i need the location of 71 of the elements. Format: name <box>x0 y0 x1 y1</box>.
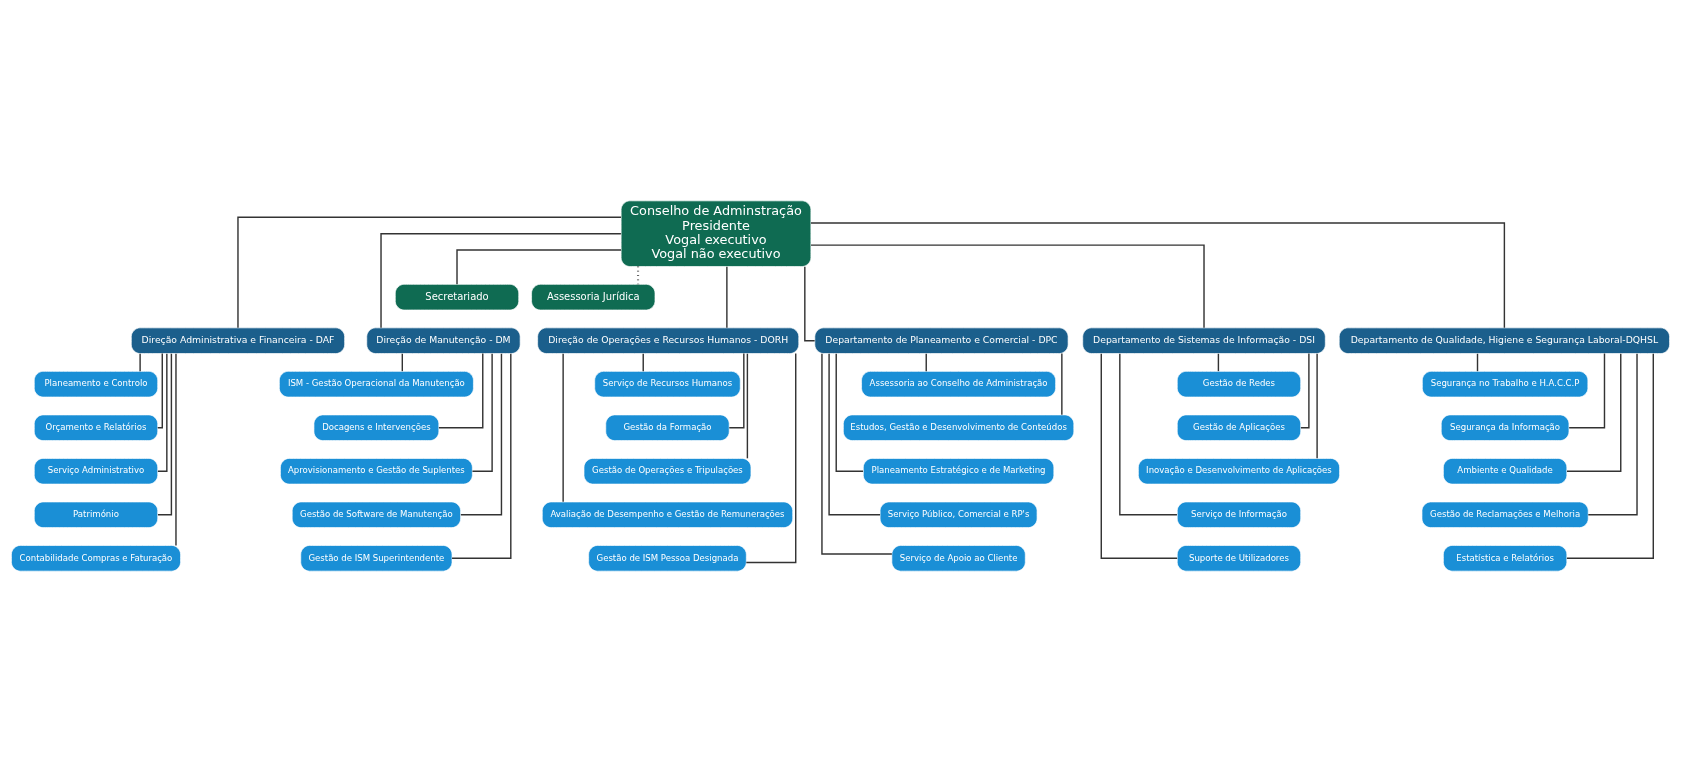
node-box: Gestão de Reclamações e Melhoria <box>1421 501 1589 528</box>
connector <box>1119 352 1178 515</box>
connector <box>1100 352 1178 559</box>
connector <box>726 265 728 328</box>
node-box: Contabilidade Compras e Faturação <box>11 544 181 571</box>
connector <box>821 352 893 555</box>
node-box: Segurança da Informação <box>1440 414 1570 441</box>
connector <box>451 352 512 559</box>
connector <box>380 232 622 328</box>
connector <box>1300 352 1310 428</box>
node-box: Gestão de ISM Pessoa Designada <box>588 544 747 571</box>
node-box: Orçamento e Relatórios <box>33 414 159 441</box>
node-box: Direção de Manutenção - DM <box>366 327 521 354</box>
connector <box>1568 352 1606 428</box>
connector <box>157 352 163 428</box>
node-box: Serviço de Recursos Humanos <box>594 370 741 397</box>
node-box: Docagens e Intervenções <box>313 414 440 441</box>
connector <box>562 352 564 502</box>
node-box: Estatística e Relatórios <box>1443 544 1568 571</box>
connector <box>746 352 749 459</box>
node-box: Segurança no Trabalho e H.A.C.C.P <box>1422 370 1589 397</box>
node-box: Serviço de Apoio ao Cliente <box>891 544 1026 571</box>
connector <box>810 221 1506 328</box>
connector <box>1587 352 1638 515</box>
node-box: Assessoria ao Conselho de Administração <box>861 370 1056 397</box>
node-box: Departamento de Qualidade, Higiene e Segurança Laboral-DQHSL <box>1338 327 1670 354</box>
node-box: Gestão de Aplicações <box>1176 414 1302 441</box>
node-box: Ambiente e Qualidade <box>1443 457 1568 484</box>
node-box: Departamento de Sistemas de Informação - DSI <box>1082 327 1326 354</box>
node-box: Direção de Operações e Recursos Humanos - DORH <box>537 327 800 354</box>
node-box: Serviço de Informação <box>1176 501 1302 528</box>
connector <box>237 216 622 328</box>
connector <box>1566 352 1654 559</box>
connector <box>728 352 745 428</box>
connector <box>1566 352 1622 472</box>
node-box: Gestão de Redes <box>1176 370 1302 397</box>
connector <box>438 352 484 428</box>
node-box: Secretariado <box>394 283 520 310</box>
connector <box>810 243 1205 328</box>
connector <box>460 352 503 515</box>
connector <box>157 352 173 515</box>
node-box: Gestão de Software de Manutenção <box>291 501 461 528</box>
connector <box>835 352 864 472</box>
node-box: Estudos, Gestão e Desenvolvimento de Conteúdos <box>843 414 1075 441</box>
node-box: Serviço Administrativo <box>33 457 159 484</box>
connector <box>1061 352 1063 416</box>
connector <box>745 352 797 563</box>
connector <box>1316 352 1318 459</box>
node-box: Suporte de Utilizadores <box>1176 544 1302 571</box>
connector <box>139 352 141 372</box>
node-box: Departamento de Planeamento e Comercial - DPC <box>814 327 1069 354</box>
node-box: ISM - Gestão Operacional da Manutenção <box>279 370 474 397</box>
node-box: Assessoria Jurídica <box>531 283 656 310</box>
node-box: Património <box>33 501 159 528</box>
node-box: Serviço Público, Comercial e RP's <box>879 501 1038 528</box>
node-box: Inovação e Desenvolvimento de Aplicações <box>1138 457 1340 484</box>
connector <box>175 352 177 546</box>
connector <box>157 352 168 472</box>
connector <box>828 352 881 515</box>
node-box: Conselho de Adminstração Presidente Vogal executivo Vogal não executivo <box>620 200 812 267</box>
node-box: Gestão da Formação <box>605 414 730 441</box>
node-box: Avaliação de Desempenho e Gestão de Remunerações <box>541 501 794 528</box>
node-box: Gestão de ISM Superintendente <box>300 544 453 571</box>
node-box: Gestão de Operações e Tripulações <box>583 457 752 484</box>
node-box: Planeamento Estratégico e de Marketing <box>862 457 1055 484</box>
connector <box>471 352 493 472</box>
connector <box>456 248 622 285</box>
node-box: Aprovisionamento e Gestão de Suplentes <box>280 457 473 484</box>
connector <box>804 265 816 341</box>
node-box: Direção Administrativa e Financeira - DAF <box>130 327 345 354</box>
node-box: Planeamento e Controlo <box>33 370 159 397</box>
